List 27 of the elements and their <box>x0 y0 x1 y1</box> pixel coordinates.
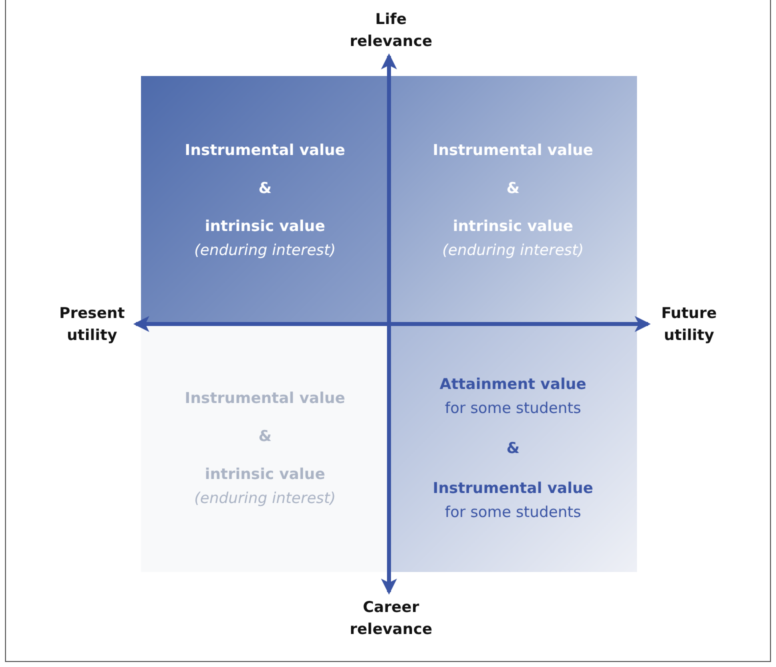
note-text: (enduring interest) <box>194 489 336 507</box>
axis-label: Career relevance <box>331 596 451 640</box>
axis-label: Life relevance <box>341 8 441 52</box>
value-text: intrinsic value <box>204 217 326 235</box>
value-text: Attainment value <box>440 375 586 393</box>
value-text: Instrumental value <box>432 141 594 159</box>
value-text: & <box>506 179 520 197</box>
quadrant-panel <box>389 324 637 572</box>
value-text: intrinsic value <box>452 217 574 235</box>
value-text: & <box>258 427 272 445</box>
axis-arrow <box>133 316 651 332</box>
quadrant-panel <box>141 324 389 572</box>
value-text: Instrumental value <box>184 389 346 407</box>
quadrant-panel <box>141 76 389 324</box>
value-text: for some students <box>444 399 582 417</box>
note-text: (enduring interest) <box>442 241 584 259</box>
value-text: Instrumental value <box>184 141 346 159</box>
quadrant-panel <box>389 76 637 324</box>
value-text: & <box>506 439 520 457</box>
axis-label: Future utility <box>650 302 728 346</box>
axis-label: Present utility <box>50 302 134 346</box>
value-text: for some students <box>444 503 582 521</box>
value-text: intrinsic value <box>204 465 326 483</box>
value-text: Instrumental value <box>432 479 594 497</box>
axis-arrow <box>381 53 397 595</box>
value-text: & <box>258 179 272 197</box>
note-text: (enduring interest) <box>194 241 336 259</box>
